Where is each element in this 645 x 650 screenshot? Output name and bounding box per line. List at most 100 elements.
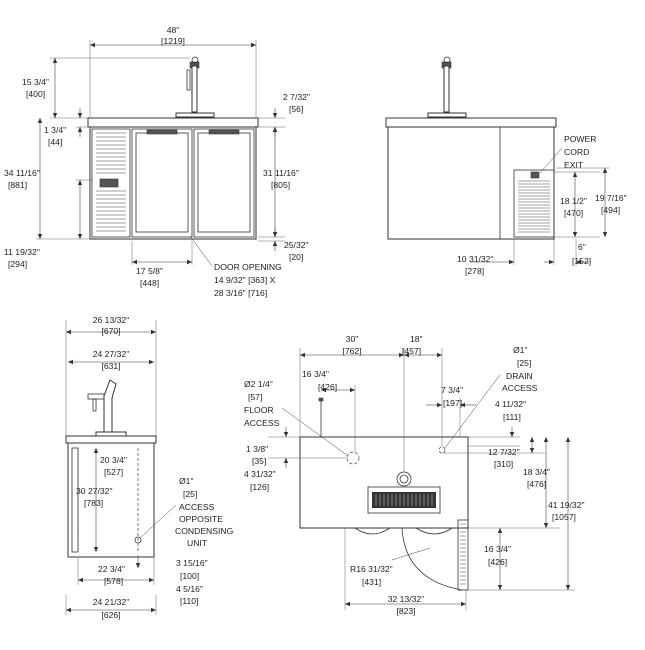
drain-label-2: ACCESS [502, 383, 538, 393]
access-label-3: CONDENSING [175, 526, 234, 536]
top-dim-16-mm-label: [426] [318, 382, 337, 392]
front-width-mm-label: [1219] [161, 36, 185, 46]
side-tap-tower [87, 379, 127, 437]
door-opening-size2: 28 3/16" [716] [214, 288, 267, 298]
power-cord-exit [530, 171, 540, 179]
hole-height2-mm-label: [110] [180, 596, 198, 606]
tower-height-mm-label: [400] [26, 89, 45, 99]
front-countertop [87, 117, 259, 128]
tap-tower [175, 56, 215, 118]
condenser-grille [513, 169, 555, 238]
top-dim-41-mm-label: [1057] [552, 512, 576, 522]
side-cabinet-depth-label: 24 27/32" [93, 349, 130, 359]
base-depth-label: 24 21/32" [93, 597, 130, 607]
tower-height-label: 15 3/4" [22, 77, 49, 87]
radius-mm-label: [431] [362, 577, 381, 587]
top-dim-18b-label: 18 3/4" [523, 467, 550, 477]
top-cabinet-outline [299, 436, 469, 529]
hole-height-mm-label: [100] [180, 571, 199, 581]
hole-height-label: 3 15/16" [176, 558, 208, 568]
top-dim-4-mm-label: [111] [503, 412, 521, 422]
top-dim-4b-mm-label: [126] [250, 482, 269, 492]
floor-access-circle [346, 451, 360, 465]
floor-label-1: FLOOR [244, 405, 274, 415]
grille-width-mm-label: [152] [572, 256, 591, 266]
top-dim-4-label: 4 11/32" [495, 399, 526, 409]
radius-label: R16 31/32" [350, 564, 393, 574]
side-cabinet [67, 442, 155, 558]
drain-diameter-mm-label: [25] [517, 358, 531, 368]
grille-height-mm-label: [494] [601, 205, 620, 215]
base-height-label: 11 19/32" [4, 247, 40, 257]
front-door-left [131, 128, 193, 238]
back-tap-tower [427, 56, 467, 118]
top-offset-mm-label: [56] [289, 104, 303, 114]
drip-tray [367, 486, 441, 514]
inner-depth-mm-label: [527] [104, 467, 123, 477]
top-thickness-mm-label: [44] [48, 137, 62, 147]
power-cord-label-3: EXIT [564, 160, 584, 170]
door-width-mm-label: [448] [140, 278, 159, 288]
side-cabinet-depth-mm-label: [631] [101, 361, 120, 371]
cabinet-height-mm-label: [805] [271, 180, 290, 190]
back-cabinet [387, 126, 555, 240]
top-dim-12-mm-label: [310] [494, 459, 513, 469]
power-cord-label-2: CORD [564, 147, 589, 157]
top-dim-1-mm-label: [35] [252, 456, 266, 466]
floor-label-2: ACCESS [244, 418, 280, 428]
drain-diameter-label: Ø1" [513, 345, 528, 355]
top-dim-18-mm-label: [457] [402, 346, 421, 356]
top-dim-18-label: 18" [410, 334, 423, 344]
front-height-label: 34 11/16" [4, 168, 40, 178]
side-height-label: 30 27/32" [76, 486, 113, 496]
drain-access-circle [438, 446, 446, 454]
bottom-width-mm-label: [578] [104, 576, 123, 586]
base-depth-mm-label: [626] [101, 610, 120, 620]
grille-offset-mm-label: [278] [465, 266, 484, 276]
access-diameter-mm-label: [25] [183, 489, 197, 499]
front-louver-panel [91, 128, 131, 238]
grille-width-label: 6" [578, 242, 586, 252]
base-height-mm-label: [294] [8, 259, 27, 269]
door-opening-size1: 14 9/32" [363] X [214, 275, 276, 285]
grille-height-label: 19 7/16" [595, 193, 627, 203]
door-width-label: 17 5/8" [136, 266, 163, 276]
side-depth-label: 26 13/32" [93, 315, 130, 325]
front-height-mm-label: [881] [8, 180, 27, 190]
top-dim-4b-label: 4 31/32" [244, 469, 276, 479]
top-dim-18b-mm-label: [476] [527, 479, 546, 489]
top-view: 30" [762] 18" [457] Ø1" [25] DRAIN ACCES… [244, 334, 585, 616]
top-dim-32-label: 32 13/32" [388, 594, 425, 604]
access-label-4: UNIT [187, 538, 208, 548]
drain-label-1: DRAIN [506, 371, 533, 381]
top-dim-16b-mm-label: [426] [488, 557, 507, 567]
top-dim-7-mm-label: [197] [443, 398, 462, 408]
top-offset-label: 2 7/32" [283, 92, 310, 102]
side-view: Ø1" [25] ACCESS OPPOSITE CONDENSING UNIT… [65, 315, 234, 620]
top-dim-30-label: 30" [346, 334, 359, 344]
exit-height-mm-label: [470] [564, 208, 583, 218]
grille-offset-label: 10 31/32" [457, 254, 494, 264]
back-countertop [385, 117, 557, 128]
top-dim-12-label: 12 7/32" [488, 447, 520, 457]
bottom-width-label: 22 3/4" [98, 564, 125, 574]
front-door-right [193, 128, 255, 238]
kick-height-label: 25/32" [284, 240, 309, 250]
hole-height2-label: 4 5/16" [176, 584, 203, 594]
top-dim-7-label: 7 3/4" [441, 385, 463, 395]
back-view: POWER CORD EXIT 18 1/2" [470] 19 7/16" [… [385, 56, 627, 276]
kick-height-mm-label: [20] [289, 252, 303, 262]
access-diameter-label: Ø1" [179, 476, 194, 486]
exit-height-label: 18 1/2" [560, 196, 587, 206]
top-dim-30-mm-label: [762] [342, 346, 361, 356]
power-cord-label-1: POWER [564, 134, 596, 144]
side-depth-mm-label: [670] [101, 326, 120, 336]
top-dim-41-label: 41 19/32" [548, 500, 585, 510]
top-dim-32-mm-label: [823] [396, 606, 415, 616]
top-thickness-label: 1 3/4" [44, 125, 66, 135]
inner-depth-label: 20 3/4" [100, 455, 127, 465]
top-dim-1-label: 1 3/8" [246, 444, 268, 454]
top-dim-16b-label: 16 3/4" [484, 544, 511, 554]
access-label-1: ACCESS [179, 502, 215, 512]
side-countertop [65, 435, 157, 444]
